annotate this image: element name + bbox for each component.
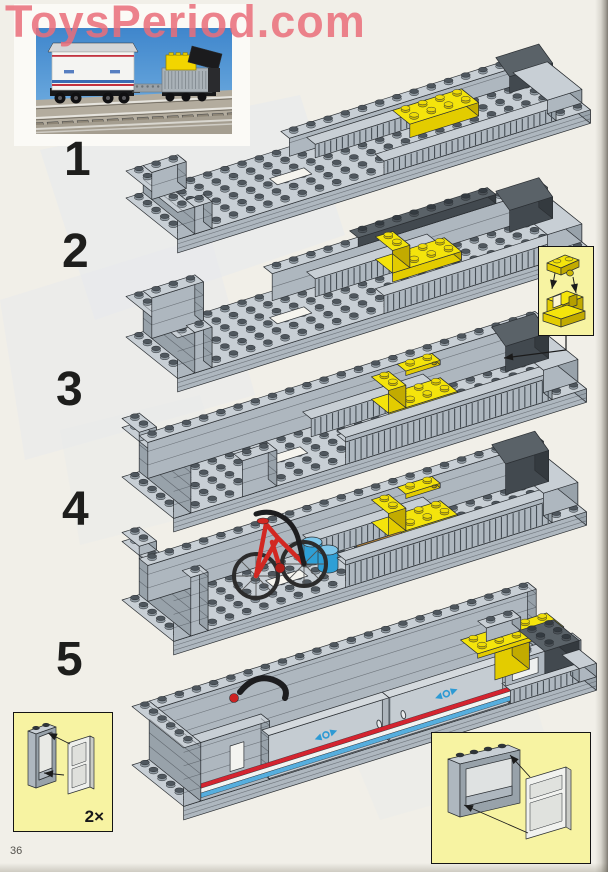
yellow-brick <box>392 88 479 139</box>
yellow-plate-assembly <box>460 612 565 681</box>
baseplate-deck <box>125 207 591 393</box>
front-grille-wall <box>336 365 553 465</box>
left-end-wall <box>125 165 196 240</box>
dark-end-pieces <box>518 619 580 675</box>
step-3-assembly-illustration <box>121 311 587 533</box>
inner-grille-wall <box>306 99 436 159</box>
inner-grille-wall <box>306 233 436 298</box>
left-end-wall <box>125 290 196 379</box>
back-left-wall <box>142 274 204 339</box>
window-frame-row <box>496 632 582 687</box>
door-panel-piece <box>67 735 95 795</box>
step-4-assembly-illustration <box>121 430 587 656</box>
front-left-wall <box>185 319 213 374</box>
front-grille-wall <box>336 488 553 588</box>
back-wall <box>263 180 548 302</box>
dark-slope-brick <box>495 43 553 94</box>
window-pane-piece <box>525 766 572 840</box>
dark-slope-brick <box>495 177 553 233</box>
red-bicycle <box>232 509 328 600</box>
inner-grille-wall <box>302 496 432 561</box>
baseplate-deck <box>121 470 587 656</box>
back-wall <box>138 311 544 479</box>
right-end-wall <box>512 195 583 254</box>
left-end-wall <box>121 412 192 519</box>
window-assembly-diagram <box>447 743 572 840</box>
front-grille-wall <box>501 661 580 705</box>
yellow-bracket-piece <box>542 290 586 328</box>
step-4-number: 4 <box>62 483 89 536</box>
page-number: 36 <box>10 845 23 857</box>
step-3-number: 3 <box>56 363 83 416</box>
dark-top-row <box>349 187 497 248</box>
front-grille-wall <box>375 234 557 314</box>
back-left-wall <box>142 154 187 200</box>
yellow-seat-assembly <box>375 231 462 283</box>
clip-subassembly-diagram <box>542 254 586 328</box>
callout-door-frame: 2× <box>13 712 113 832</box>
front-left-wall <box>191 713 270 802</box>
step-5-number: 5 <box>56 633 83 686</box>
yellow-seat-assembly <box>371 476 458 546</box>
step-2-number: 2 <box>62 225 89 278</box>
right-end-wall <box>512 61 583 115</box>
step-2-assembly-illustration <box>125 177 591 393</box>
right-end-wall <box>508 331 579 394</box>
front-left-wall <box>181 564 209 637</box>
right-end-wall <box>508 454 579 517</box>
back-wall <box>280 50 548 157</box>
left-end-wall <box>121 526 192 642</box>
back-wall <box>138 434 544 602</box>
yellow-seat-assembly <box>371 353 458 423</box>
door-logo-icon <box>314 729 338 741</box>
baseplate-deck <box>121 347 587 533</box>
callout-window-assembly <box>431 732 591 864</box>
right-end-wall <box>561 649 597 683</box>
bicycle-handlebar <box>229 675 289 703</box>
window-frame-piece <box>447 743 521 818</box>
watermark: ToysPeriod.com <box>5 0 366 47</box>
page-bottom-shadow <box>0 863 608 872</box>
callout-clip-subassembly <box>538 246 594 336</box>
front-grille-wall <box>375 99 557 175</box>
door-frame-piece <box>27 722 57 789</box>
page-spine-shadow <box>595 0 608 872</box>
inner-grille-wall <box>302 373 432 438</box>
blue-barrels <box>301 536 339 574</box>
yellow-plate-with-clip <box>546 254 580 277</box>
brown-suitcase <box>355 531 414 568</box>
door-logo-icon <box>435 688 458 700</box>
front-column <box>233 442 278 498</box>
step-1-number: 1 <box>64 133 91 186</box>
quantity-label: 2× <box>84 807 104 826</box>
gray-brick-on-plate <box>477 609 522 642</box>
front-left-wall <box>185 194 213 235</box>
dark-slope-brick <box>491 430 549 496</box>
left-end-wall <box>131 700 202 807</box>
